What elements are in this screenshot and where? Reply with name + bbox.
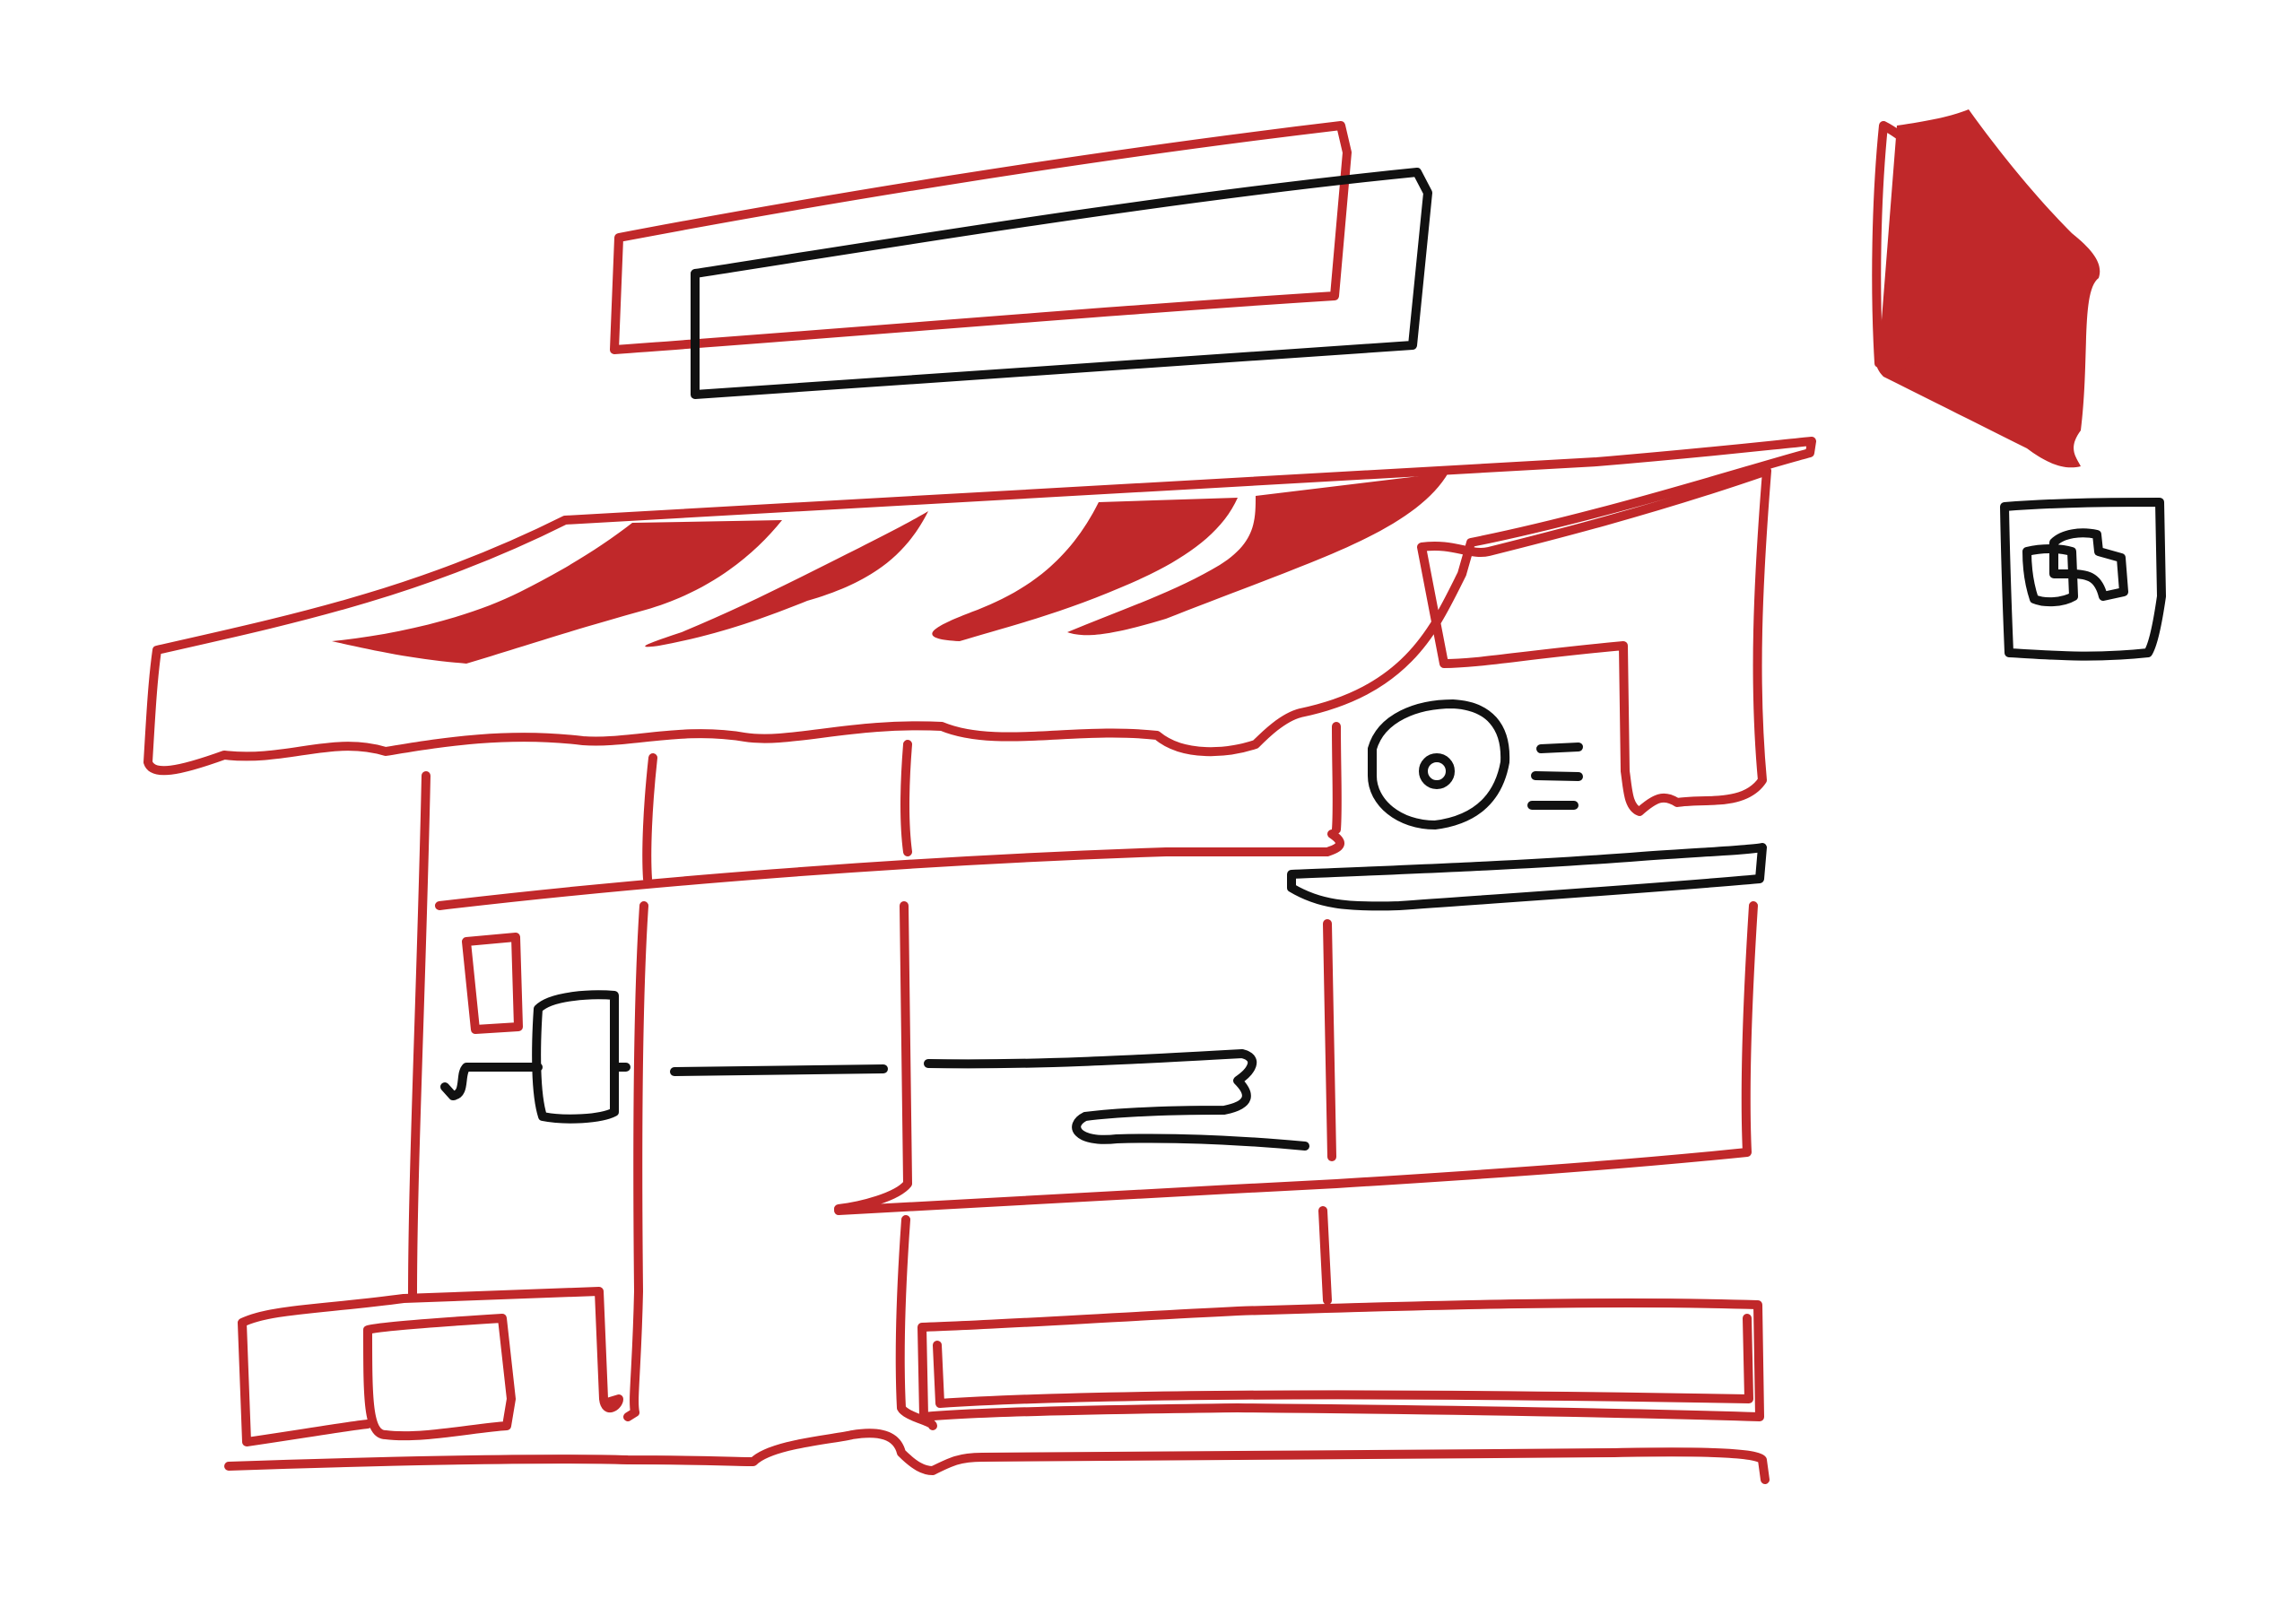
upper-beam [435, 829, 1344, 910]
badge-line-1 [1536, 743, 1583, 753]
boxes-icon [238, 1287, 623, 1446]
awning-stripe-3 [932, 498, 1238, 641]
awning-stripe-4 [1067, 473, 1448, 636]
awning-right-panel [1417, 466, 1771, 816]
awning-outline [144, 437, 1816, 776]
small-red-panel [462, 933, 523, 1034]
badge-circle [1368, 699, 1510, 829]
sign-board-black [691, 168, 1432, 399]
sign-board-red [610, 121, 1352, 354]
price-tag-body [1875, 109, 2100, 468]
window-rail-1 [670, 1064, 888, 1076]
shop-sign-icon [610, 121, 1432, 399]
window-mullion-left [834, 901, 912, 1213]
price-tag-face [1872, 118, 1975, 370]
badge-line-2 [1531, 771, 1583, 781]
striped-awning-icon [144, 437, 1816, 816]
round-badge-icon [1368, 699, 1583, 829]
lower-display-case [918, 1298, 1764, 1421]
storefront-body [224, 722, 1770, 1484]
ground-line [224, 1429, 1770, 1484]
door-handle-icon [440, 990, 619, 1124]
middle-pillar-mid [900, 740, 912, 856]
counter-leg [1318, 1206, 1332, 1305]
shopping-bag-icon [2000, 498, 2166, 661]
display-counter-icon [1287, 843, 1767, 911]
left-pillar [408, 771, 430, 1300]
window-rail-2 [924, 1049, 1309, 1151]
bag-handle-b [2049, 528, 2128, 601]
price-tag-icon [1872, 109, 2100, 468]
awning-stripe-1 [332, 520, 782, 664]
window-frame-right [834, 901, 1758, 1215]
bag-outline [2000, 498, 2166, 661]
middle-pillar-left [642, 753, 657, 883]
right-pillar [1332, 722, 1342, 834]
badge-center-dot [1419, 753, 1455, 789]
shop-door-icon [623, 901, 648, 1421]
